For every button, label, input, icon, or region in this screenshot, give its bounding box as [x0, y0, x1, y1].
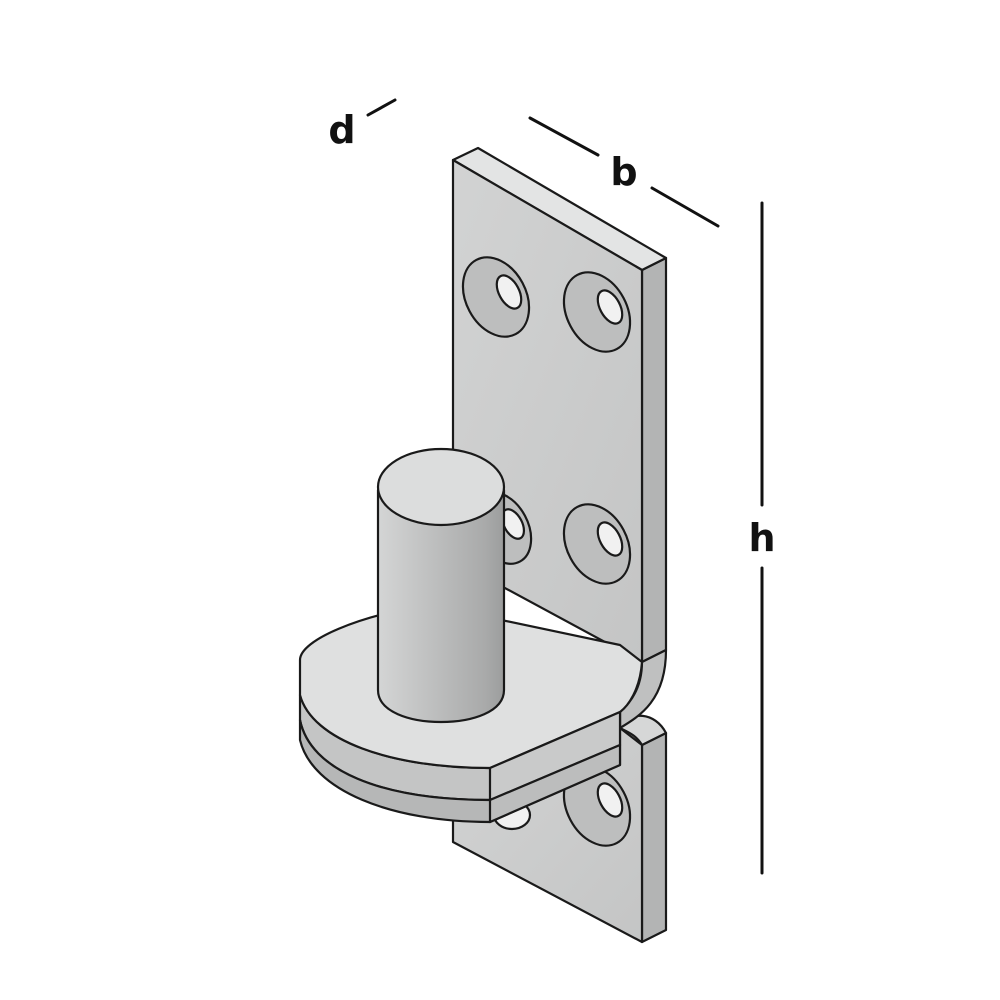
- pin-top-face: [376, 447, 506, 527]
- dimension-label-h: h: [748, 516, 775, 560]
- screw-hole: [461, 256, 531, 338]
- screw-hole: [562, 503, 632, 585]
- dimension-b: b: [528, 116, 720, 228]
- dimension-d: d: [328, 98, 397, 152]
- dimension-label-b: b: [610, 150, 637, 194]
- pin-base-front-lower: [488, 743, 622, 824]
- pin-body: [376, 488, 506, 724]
- dimension-label-d: d: [328, 108, 355, 152]
- upper-plate-side: [640, 256, 668, 664]
- hinge-pin: [376, 447, 506, 724]
- dimension-h: h: [748, 201, 776, 875]
- lower-plate-side: [640, 731, 668, 944]
- screw-hole: [562, 271, 632, 353]
